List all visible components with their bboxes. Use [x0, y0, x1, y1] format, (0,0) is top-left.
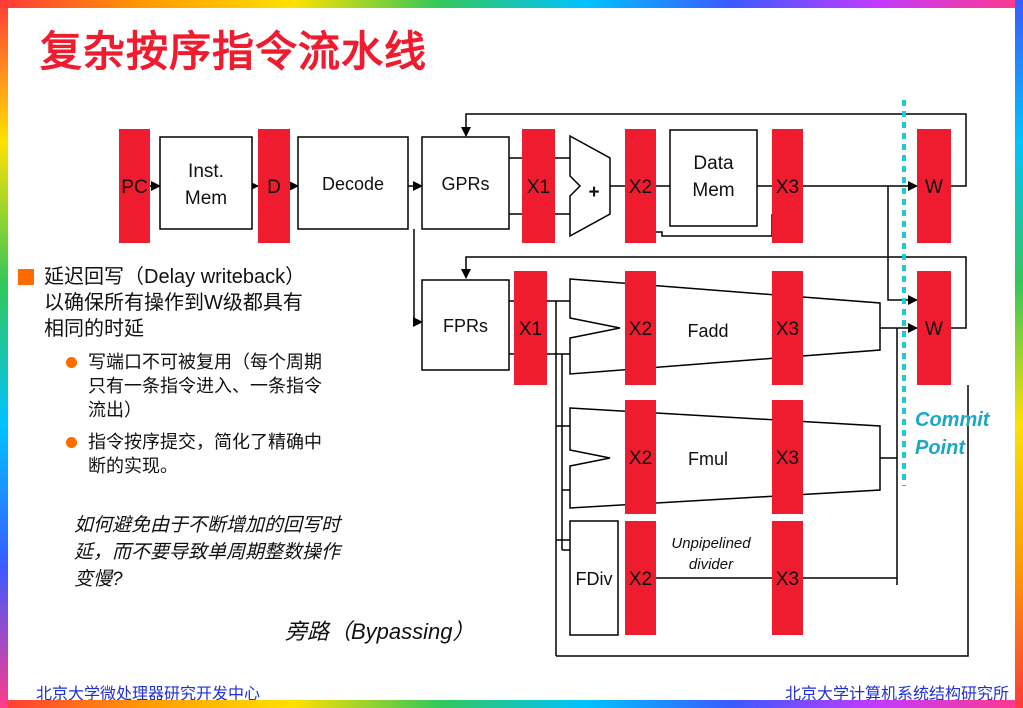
sub-bullet-2-line-2: 断的实现。 — [88, 456, 178, 476]
x2-int-register — [625, 129, 656, 243]
footer-right: 北京大学计算机系统结构研究所 — [784, 686, 1009, 700]
bypassing-label: 旁路（Bypassing） — [285, 619, 475, 644]
data-mem-label-2: Mem — [692, 180, 734, 201]
question-text: 如何避免由于不断增加的回写时 延，而不要导致单周期整数操作 变慢? — [74, 512, 419, 593]
inst-mem-box — [159, 136, 253, 230]
sub-bullet-1-line-3: 流出） — [88, 400, 142, 420]
x1-fp-label: X1 — [519, 319, 542, 340]
fdiv-box — [569, 520, 619, 636]
inst-mem-label-2: Mem — [185, 188, 227, 209]
pc-label: PC — [121, 177, 147, 198]
bypass-paths — [556, 385, 969, 657]
fp-pipeline: FPRs X1 Fadd X2 X3 — [413, 186, 967, 656]
fprs-label: FPRs — [443, 316, 488, 336]
bullet-delay-writeback: 延迟回写（Delay writeback） 以确保所有操作到W级都具有 相同的时… — [14, 264, 404, 342]
frame-right-border — [1015, 0, 1023, 708]
bullet-text-2: 以确保所有操作到W级都具有 — [44, 292, 303, 314]
x2-fmul-label: X2 — [629, 448, 652, 469]
fadd-label: Fadd — [687, 321, 728, 341]
x2-fdiv-label: X2 — [629, 569, 652, 590]
data-mem-box — [669, 129, 758, 227]
x2-fmul-register — [625, 400, 656, 514]
w-fp-label: W — [925, 319, 943, 340]
data-mem-label-1: Data — [693, 153, 734, 174]
bullet-text-1: 延迟回写（Delay writeback） — [44, 266, 306, 288]
inst-mem-label-1: Inst. — [188, 161, 224, 182]
x1-fp-register — [514, 271, 547, 385]
commit-label-2: Point — [915, 437, 966, 459]
unpipelined-label-1: Unpipelined — [671, 535, 751, 552]
orange-dot-icon — [66, 437, 77, 448]
frame-left-border — [0, 0, 8, 708]
slide: 复杂按序指令流水线 — [8, 8, 1015, 700]
d-label: D — [267, 177, 281, 198]
adder-alu — [569, 134, 611, 238]
pipeline-diagram: PC Inst. Mem D Decode GPRs X1 + X2 Data — [119, 100, 991, 657]
decode-label: Decode — [322, 174, 384, 194]
x3-fmul-label: X3 — [776, 448, 799, 469]
bullet-text-3: 相同的时延 — [44, 318, 144, 340]
sub-bullet-1-line-2: 只有一条指令进入、一条指令 — [88, 376, 322, 396]
x1-int-register — [522, 129, 555, 243]
orange-dot-icon — [66, 357, 77, 368]
sub-bullet-2-line-1: 指令按序提交，简化了精确中 — [88, 432, 322, 452]
integer-pipeline: PC Inst. Mem D Decode GPRs X1 + X2 Data — [119, 113, 967, 243]
question-line-1: 如何避免由于不断增加的回写时 — [74, 515, 341, 536]
d-register — [258, 129, 290, 243]
x1-int-label: X1 — [527, 177, 550, 198]
question-line-2: 延，而不要导致单周期整数操作 — [74, 542, 341, 563]
orange-square-icon — [18, 269, 34, 285]
bullet-list: 延迟回写（Delay writeback） 以确保所有操作到W级都具有 相同的时… — [14, 264, 404, 478]
fdiv-label: FDiv — [576, 569, 613, 589]
adder-label: + — [588, 182, 599, 203]
fprs-box — [421, 279, 510, 371]
x3-fdiv-label: X3 — [776, 569, 799, 590]
x3-int-register — [772, 129, 803, 243]
footer-left: 北京大学微处理器研究开发中心 — [36, 686, 261, 700]
commit-label-1: Commit — [915, 409, 991, 431]
w-fp-register — [917, 271, 951, 385]
fmul-label: Fmul — [688, 449, 728, 469]
x3-fadd-register — [772, 271, 803, 385]
gprs-label: GPRs — [441, 174, 489, 194]
x3-fmul-register — [772, 400, 803, 514]
x3-fadd-label: X3 — [776, 319, 799, 340]
sub-bullet-1-line-1: 写端口不可被复用（每个周期 — [88, 352, 322, 372]
x2-int-label: X2 — [629, 177, 652, 198]
sub-bullet-write-port: 写端口不可被复用（每个周期 只有一条指令进入、一条指令 流出） — [14, 350, 404, 422]
decode-box — [297, 136, 409, 230]
x2-fdiv-register — [625, 521, 656, 635]
x3-fdiv-register — [772, 521, 803, 635]
x2-fadd-register — [625, 271, 656, 385]
slide-title: 复杂按序指令流水线 — [40, 27, 428, 76]
x3-int-label: X3 — [776, 177, 799, 198]
pc-register — [119, 129, 150, 243]
sub-bullet-in-order-commit: 指令按序提交，简化了精确中 断的实现。 — [14, 430, 404, 478]
question-line-3: 变慢? — [74, 569, 123, 590]
x2-fadd-label: X2 — [629, 319, 652, 340]
unpipelined-label-2: divider — [689, 556, 734, 573]
w-int-register — [917, 129, 951, 243]
gprs-box — [421, 136, 510, 230]
w-int-label: W — [925, 177, 943, 198]
